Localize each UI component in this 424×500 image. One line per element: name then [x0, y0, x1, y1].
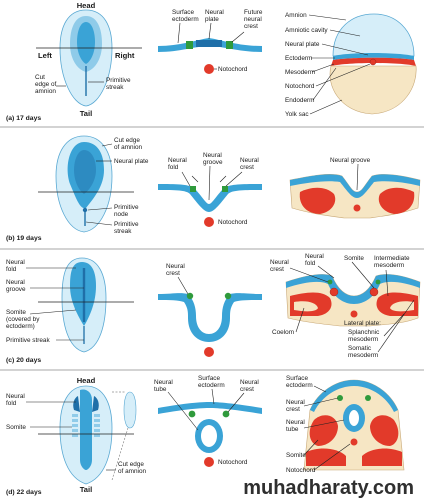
yolk-sac-label-a: Yolk sac — [285, 111, 309, 118]
section-a — [158, 38, 262, 74]
somite-label-d-right: Somite — [286, 452, 306, 459]
neural-plate-label-b: Neural plate — [114, 158, 149, 165]
left-label-a: Left — [38, 51, 52, 60]
caption-a: (a) 17 days — [6, 115, 41, 122]
section-d — [158, 402, 262, 467]
notochord-disc-label-a: Notochord — [285, 83, 315, 90]
notochord-label-d: Notochord — [218, 459, 248, 466]
disc-a — [329, 13, 417, 115]
coelom-label-c: Coelom — [272, 329, 294, 336]
amniotic-cavity-label-a: Amniotic cavity — [285, 27, 328, 34]
embryo-c — [38, 257, 134, 353]
somite-label-d: Somite — [6, 424, 26, 431]
notochord-label-d-right: Notochord — [286, 467, 316, 474]
tail-label-a: Tail — [80, 109, 93, 118]
caption-d: (d) 22 days — [6, 489, 42, 496]
neural-plate-disc-label-a: Neural plate — [285, 41, 320, 48]
endoderm-label-a: Endoderm — [285, 97, 315, 104]
head-label-d: Head — [77, 376, 96, 385]
notochord-label-a: Notochord — [218, 66, 248, 73]
block-b — [289, 174, 421, 219]
notochord-label-b: Notochord — [218, 219, 248, 226]
right-label-a: Right — [115, 51, 135, 60]
section-c — [158, 292, 262, 357]
somite-label-c-right: Somite — [344, 255, 364, 262]
caption-b: (b) 19 days — [6, 235, 42, 242]
block-c — [285, 274, 421, 327]
tail-label-d: Tail — [80, 485, 93, 494]
amnion-label-a: Amnion — [285, 12, 307, 19]
neural-groove-label-b-right: Neural groove — [330, 157, 371, 164]
primitive-streak-label-c: Primitive streak — [6, 337, 50, 344]
lateral-plate-label-c: Lateral plate: — [344, 320, 381, 327]
head-label-a: Head — [77, 1, 96, 10]
embryo-b — [38, 135, 134, 233]
embryo-d — [38, 385, 137, 485]
caption-c: (c) 20 days — [6, 357, 41, 364]
ectoderm-label-a: Ectoderm — [285, 55, 312, 62]
watermark: muhadharaty.com — [243, 477, 414, 499]
mesoderm-label-a: Mesoderm — [285, 69, 315, 76]
section-b — [158, 184, 262, 227]
